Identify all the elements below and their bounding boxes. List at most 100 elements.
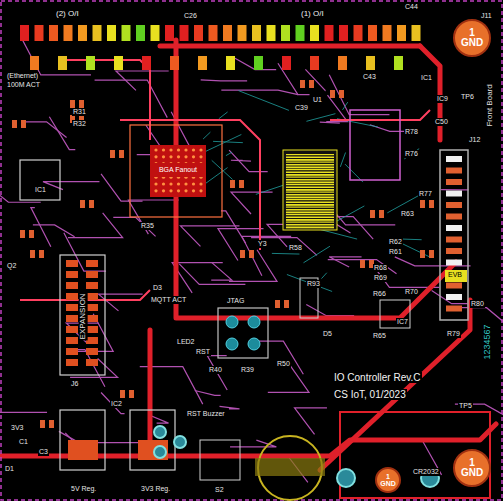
bga-ball (199, 148, 202, 151)
trace (369, 260, 439, 287)
smd-pad (129, 390, 134, 398)
bga-ball (169, 182, 172, 185)
node-text: 1 (469, 28, 475, 39)
trace (343, 102, 348, 110)
trace (287, 274, 332, 291)
silkscreen-label: Q2 (6, 262, 17, 270)
silkscreen-label: Front Board (486, 83, 495, 127)
barcode-bar (286, 192, 334, 193)
bga-ball (162, 155, 165, 158)
trace (326, 95, 347, 122)
connector-pad (446, 248, 462, 254)
smd-pad (300, 80, 305, 88)
led-pad (223, 25, 232, 41)
header-pad (86, 337, 98, 344)
smd-pad (80, 200, 85, 208)
connector-pad (446, 225, 462, 231)
trace (395, 257, 471, 266)
smd-pad (79, 100, 84, 108)
trace (21, 37, 91, 75)
silkscreen-label: (Ethernet) (6, 72, 39, 80)
header-pad (66, 359, 78, 366)
silkscreen-label: IC1 (420, 74, 433, 82)
smd-pad (429, 250, 434, 258)
led-pad (20, 25, 29, 41)
led-pad (394, 56, 403, 70)
silkscreen-label: 5V Reg. (70, 485, 97, 493)
smd-pad (249, 250, 254, 258)
silkscreen-label: R40 (208, 366, 223, 374)
bga-ball (154, 148, 157, 151)
trace (221, 90, 298, 94)
bga-ball (154, 182, 157, 185)
smd-pad (309, 80, 314, 88)
led-pad (58, 56, 67, 70)
trace (335, 206, 364, 222)
bga-ball (177, 148, 180, 151)
led-pad (107, 25, 116, 41)
barcode-bar (286, 184, 334, 185)
trace (22, 122, 67, 138)
barcode-bar (286, 162, 334, 163)
trace (251, 238, 317, 256)
smd-pad (330, 90, 335, 98)
bga-ball (162, 182, 165, 185)
smd-pad (379, 210, 384, 218)
barcode-bar (286, 179, 334, 181)
silkscreen-label: 100M ACT (6, 81, 41, 89)
led-pad (366, 56, 375, 70)
header-pad (66, 326, 78, 333)
led-pad (296, 25, 305, 41)
silkscreen-label: C43 (362, 73, 377, 81)
trace (432, 291, 472, 304)
silkscreen-label: 3V3 (10, 424, 24, 432)
barcode-bar (286, 154, 334, 155)
trace (201, 79, 247, 81)
header-pad (86, 326, 98, 333)
led-pad (368, 25, 377, 41)
header-pad (86, 359, 98, 366)
bga-ball (177, 182, 180, 185)
barcode-bar (286, 194, 334, 196)
node-text: GND (380, 480, 396, 487)
led-pad (180, 25, 189, 41)
trace (203, 132, 210, 139)
silkscreen-label: RST Buzzer (186, 410, 226, 418)
connector-pad (446, 179, 462, 185)
led-pad (252, 25, 261, 41)
led-pad (64, 25, 73, 41)
silkscreen-label: J6 (70, 380, 79, 388)
bga-ball (184, 155, 187, 158)
led-pad (114, 56, 123, 70)
smd-pad (339, 90, 344, 98)
silkscreen-label: R80 (470, 300, 485, 308)
smd-pad (30, 250, 35, 258)
bga-ball (154, 189, 157, 192)
node-text: GND (461, 38, 483, 49)
smd-pad (40, 420, 45, 428)
led-pad (238, 25, 247, 41)
bga-ball (177, 155, 180, 158)
header-pad (66, 304, 78, 311)
trace (195, 391, 221, 396)
silkscreen-label: R39 (240, 366, 255, 374)
trace (220, 406, 240, 408)
silkscreen-label: R66 (372, 290, 387, 298)
header-pad (66, 260, 78, 267)
node-text: GND (461, 468, 483, 479)
silkscreen-label: JTAG (226, 297, 245, 305)
trace (306, 304, 354, 315)
smd-pad (284, 300, 289, 308)
silkscreen-label: C50 (434, 118, 449, 126)
led-pad (49, 25, 58, 41)
silkscreen-label: C1 (18, 438, 29, 446)
smd-pad (20, 230, 25, 238)
trace (0, 378, 47, 413)
trace (213, 141, 243, 142)
led-pad (226, 56, 235, 70)
silkscreen-label: TP6 (460, 93, 475, 101)
header-pad (86, 304, 98, 311)
barcode-bar (286, 202, 334, 204)
silkscreen-label: R68 (373, 264, 388, 272)
smd-pad (370, 210, 375, 218)
